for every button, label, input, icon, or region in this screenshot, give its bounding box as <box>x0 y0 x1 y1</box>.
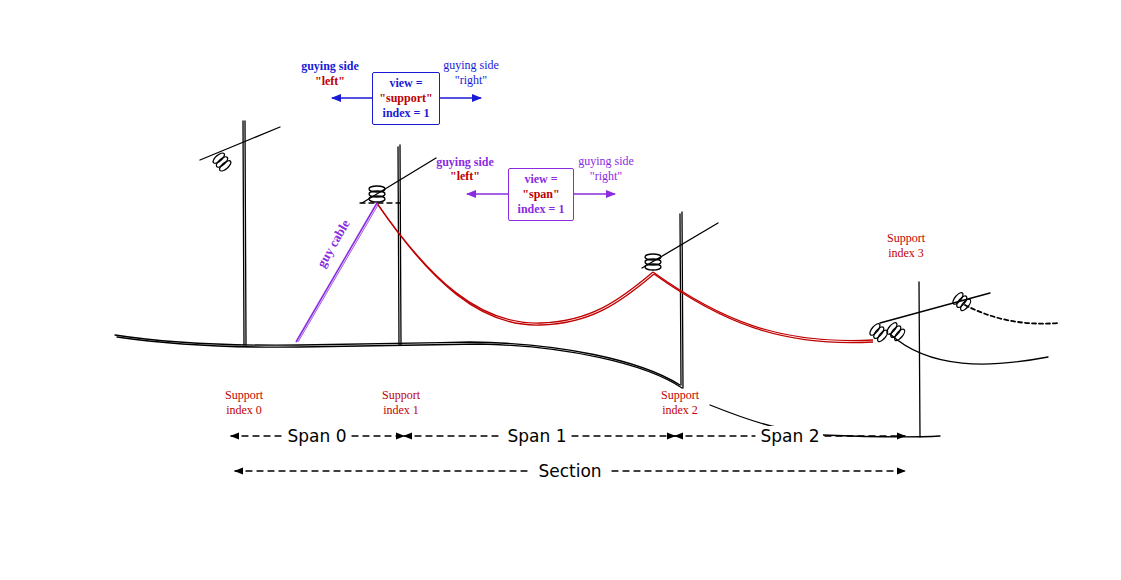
view-text: "span" <box>515 187 567 202</box>
annotation-label: Support index 1 <box>376 388 426 418</box>
guying-side-arrow <box>467 193 508 195</box>
view-text: index = 1 <box>515 202 567 217</box>
view-text: view = <box>379 76 432 91</box>
annotation-label: "right" <box>590 169 622 184</box>
view-text: view = <box>515 172 567 187</box>
annotation-label: guying side <box>436 155 494 170</box>
guying-side-arrow <box>574 193 615 195</box>
view-text: index = 1 <box>379 106 432 121</box>
annotation-label: guying side <box>578 154 634 169</box>
dimension-label: Span 1 <box>505 426 570 446</box>
annotation-label: "left" <box>450 169 480 184</box>
view-text: "support" <box>379 91 432 106</box>
view-box: view ="span"index = 1 <box>508 168 574 221</box>
annotation-label: Support index 2 <box>655 388 705 418</box>
dimension-label: Section <box>535 461 604 481</box>
annotation-label: guying side <box>301 59 359 74</box>
dimension-label: Span 0 <box>285 426 350 446</box>
dimension-label: Span 2 <box>758 426 823 446</box>
annotation-label: guying side <box>443 58 499 73</box>
guying-side-arrow <box>440 97 481 99</box>
guying-side-arrow <box>332 97 372 99</box>
annotation-label: Support index 3 <box>881 231 931 261</box>
annotation-label: guy cable <box>313 217 352 270</box>
annotation-label: "right" <box>455 73 487 88</box>
annotation-label: "left" <box>315 74 345 89</box>
view-box: view ="support"index = 1 <box>372 72 439 125</box>
annotation-label: Support index 0 <box>219 388 269 418</box>
